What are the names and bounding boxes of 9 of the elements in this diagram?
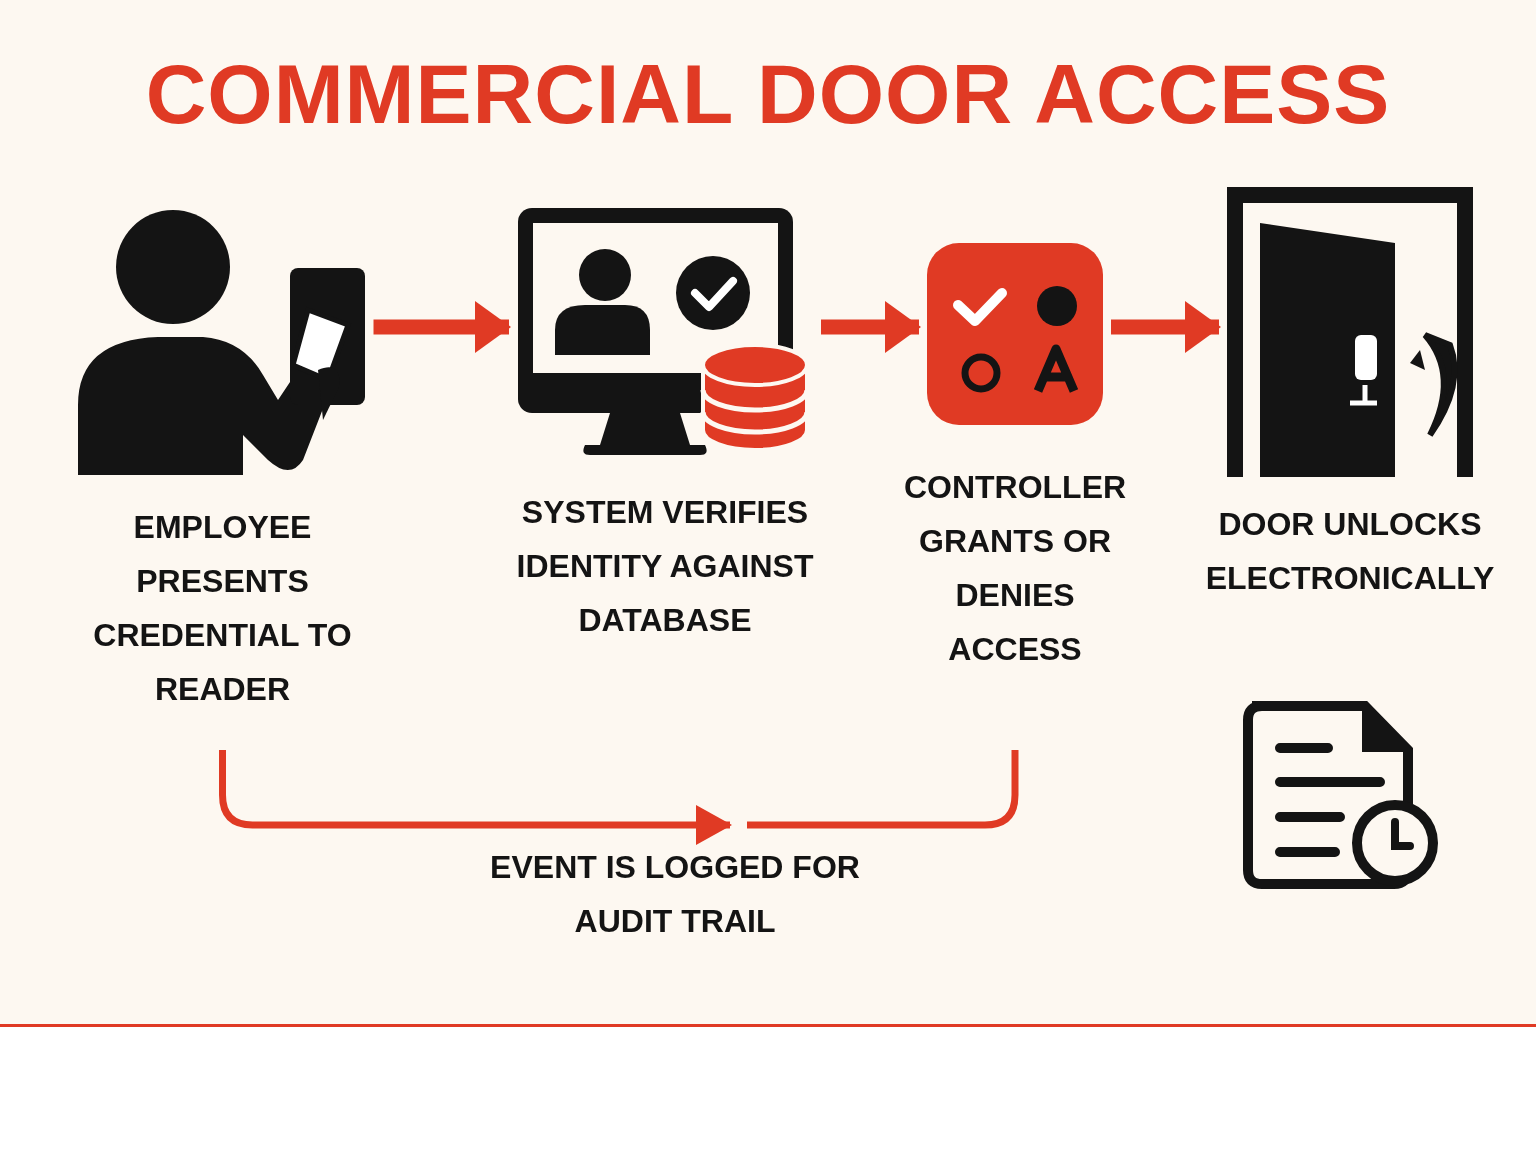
step-label: EVENT IS LOGGED FOR AUDIT TRAIL <box>489 848 861 941</box>
step-label: SYSTEM VERIFIES IDENTITY AGAINST DATABASE <box>515 493 815 640</box>
step-label: EMPLOYEE PRESENTS CREDENTIAL TO READER <box>92 508 353 709</box>
arrow <box>821 301 921 353</box>
step-label: CONTROLLER GRANTS OR DENIES ACCESS <box>902 468 1128 669</box>
diagram-title: COMMERCIAL DOOR ACCESS <box>144 48 1392 141</box>
arrow <box>1111 301 1221 353</box>
step-label: DOOR UNLOCKS ELECTRONICALLY <box>1204 505 1496 598</box>
arrow <box>373 301 511 353</box>
